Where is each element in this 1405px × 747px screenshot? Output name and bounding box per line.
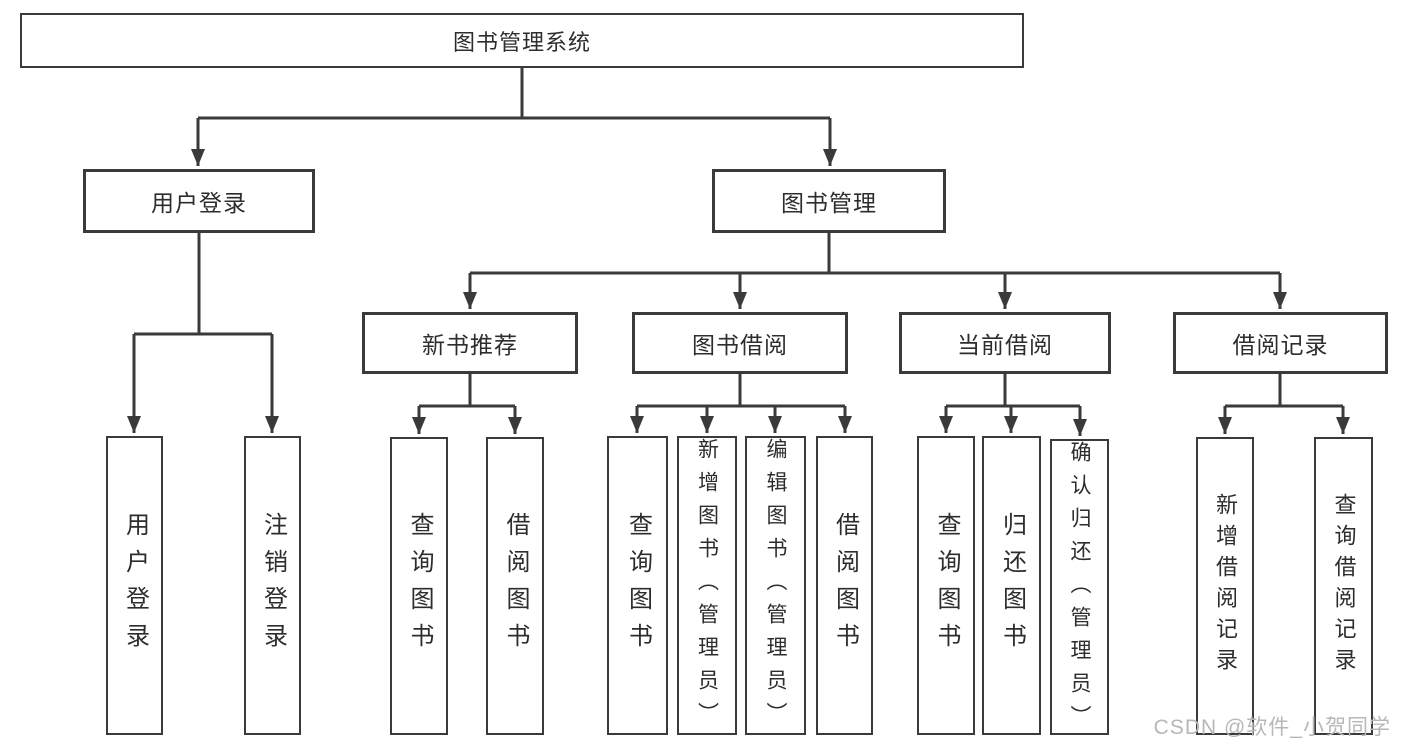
connector-book-borrow-split bbox=[637, 374, 845, 408]
leaf-bb-add-books-admin: 新增图书（管理员） bbox=[677, 436, 737, 735]
csdn-watermark: CSDN @软件_小贺同学 bbox=[1153, 716, 1391, 739]
leaf-bb-borrow-books: 借阅图书 bbox=[816, 436, 873, 735]
connector-root-split bbox=[198, 68, 830, 120]
connector-borrow-records-split bbox=[1225, 374, 1343, 408]
leaf-nb-borrow-books: 借阅图书 bbox=[486, 437, 544, 735]
leaf-br-add-record: 新增借阅记录 bbox=[1196, 437, 1254, 735]
leaf-br-query-record: 查询借阅记录 bbox=[1314, 437, 1373, 735]
leaf-bb-query-books: 查询图书 bbox=[607, 436, 668, 735]
connector-user-login-split bbox=[134, 233, 272, 336]
node-root-system: 图书管理系统 bbox=[20, 13, 1024, 68]
node-current-borrow: 当前借阅 bbox=[899, 312, 1111, 374]
connector-current-borrow-split bbox=[946, 374, 1080, 408]
node-book-borrow: 图书借阅 bbox=[632, 312, 848, 374]
node-borrow-records: 借阅记录 bbox=[1173, 312, 1388, 374]
node-book-management-branch: 图书管理 bbox=[712, 169, 946, 233]
leaf-bb-edit-books-admin: 编辑图书（管理员） bbox=[745, 436, 806, 735]
node-new-book-recommend: 新书推荐 bbox=[362, 312, 578, 374]
connector-new-book-recommend-split bbox=[419, 374, 515, 408]
leaf-cb-return-books: 归还图书 bbox=[982, 436, 1041, 735]
leaf-cb-confirm-return-admin: 确认归还（管理员） bbox=[1050, 439, 1109, 738]
leaf-nb-query-books: 查询图书 bbox=[390, 437, 448, 735]
leaf-user-login: 用户登录 bbox=[106, 436, 163, 735]
leaf-cb-query-books: 查询图书 bbox=[917, 436, 975, 735]
leaf-logout: 注销登录 bbox=[244, 436, 301, 735]
connector-book-management-split bbox=[470, 233, 1280, 275]
node-user-login-branch: 用户登录 bbox=[83, 169, 315, 233]
